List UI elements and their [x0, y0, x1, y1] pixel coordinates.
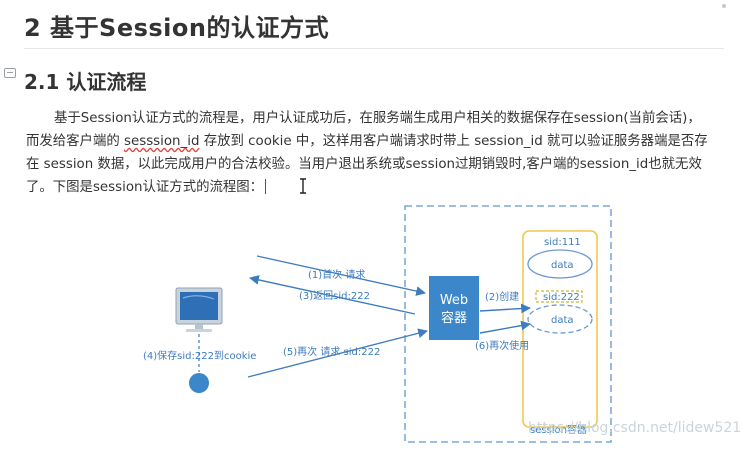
- arrow-create: [479, 303, 531, 314]
- server-boundary: [404, 205, 612, 443]
- session1-data-label: data: [551, 260, 574, 271]
- client-computer-icon: [175, 287, 223, 332]
- page-title: 2 基于Session的认证方式: [24, 14, 329, 42]
- paragraph-line-2-start: 而发给客户端的: [26, 134, 124, 149]
- session1-sid-label: sid:111: [544, 237, 581, 248]
- text-caret: [265, 179, 267, 194]
- window-corner-dot: [722, 4, 726, 8]
- session-container-label: session容器: [530, 425, 588, 436]
- arrow-create-label: (2)创建: [485, 290, 519, 303]
- arrow-request-again-label: (5)再次 请求 sid:222: [283, 345, 380, 358]
- paragraph-line-1: 基于Session认证方式的流程是，用户认证成功后，在服务端生成用户相关的数据保…: [54, 111, 701, 126]
- paragraph-line-4-text: 了。下图是session认证方式的流程图：: [26, 180, 264, 195]
- outline-marker-icon[interactable]: [4, 68, 16, 78]
- paragraph-line-2-end: 存放到 cookie 中，这样用客户端请求时带上 session_id 就可以验…: [199, 134, 708, 149]
- session2-sid-box: [535, 290, 583, 303]
- arrow-return-sid-label: (3)返回sid:222: [299, 290, 370, 302]
- title-divider: [24, 48, 724, 49]
- body-paragraph[interactable]: 基于Session认证方式的流程是，用户认证成功后，在服务端生成用户相关的数据保…: [26, 107, 726, 199]
- session1-data-ellipse: [527, 249, 593, 279]
- arrow-reuse-label: (6)再次使用: [475, 339, 529, 352]
- paragraph-line-2: 而发给客户端的 sesssion_id 存放到 cookie 中，这样用客户端请…: [26, 130, 726, 153]
- session2-data-label: data: [551, 315, 574, 326]
- web-container-label-1: Web: [440, 293, 468, 308]
- web-container-label-2: 容器: [441, 310, 467, 326]
- arrow-first-request-label: (1)首次 请求: [308, 268, 365, 281]
- web-container-box: [429, 276, 479, 340]
- watermark-url: https://blog.csdn.net/lidew521: [528, 420, 742, 436]
- session2-sid-label: sid:222: [543, 292, 580, 303]
- paragraph-line-4: 了。下图是session认证方式的流程图：: [26, 176, 726, 199]
- misspelled-word: sesssion_id: [124, 134, 200, 149]
- cookie-store-dot: [189, 373, 209, 393]
- save-cookie-label: (4)保存sid:222到cookie: [143, 349, 256, 362]
- paragraph-line-3: 在 session 数据，以此完成用户的合法校验。当用户退出系统或session…: [26, 157, 702, 172]
- arrow-reuse: [479, 320, 531, 334]
- section-heading: 2.1 认证流程: [24, 70, 147, 94]
- arrow-return-sid: [249, 275, 416, 315]
- arrow-request-again: [247, 328, 428, 378]
- session2-data-ellipse: [527, 304, 593, 334]
- text-cursor-icon: [300, 178, 306, 194]
- arrow-first-request: [256, 255, 426, 296]
